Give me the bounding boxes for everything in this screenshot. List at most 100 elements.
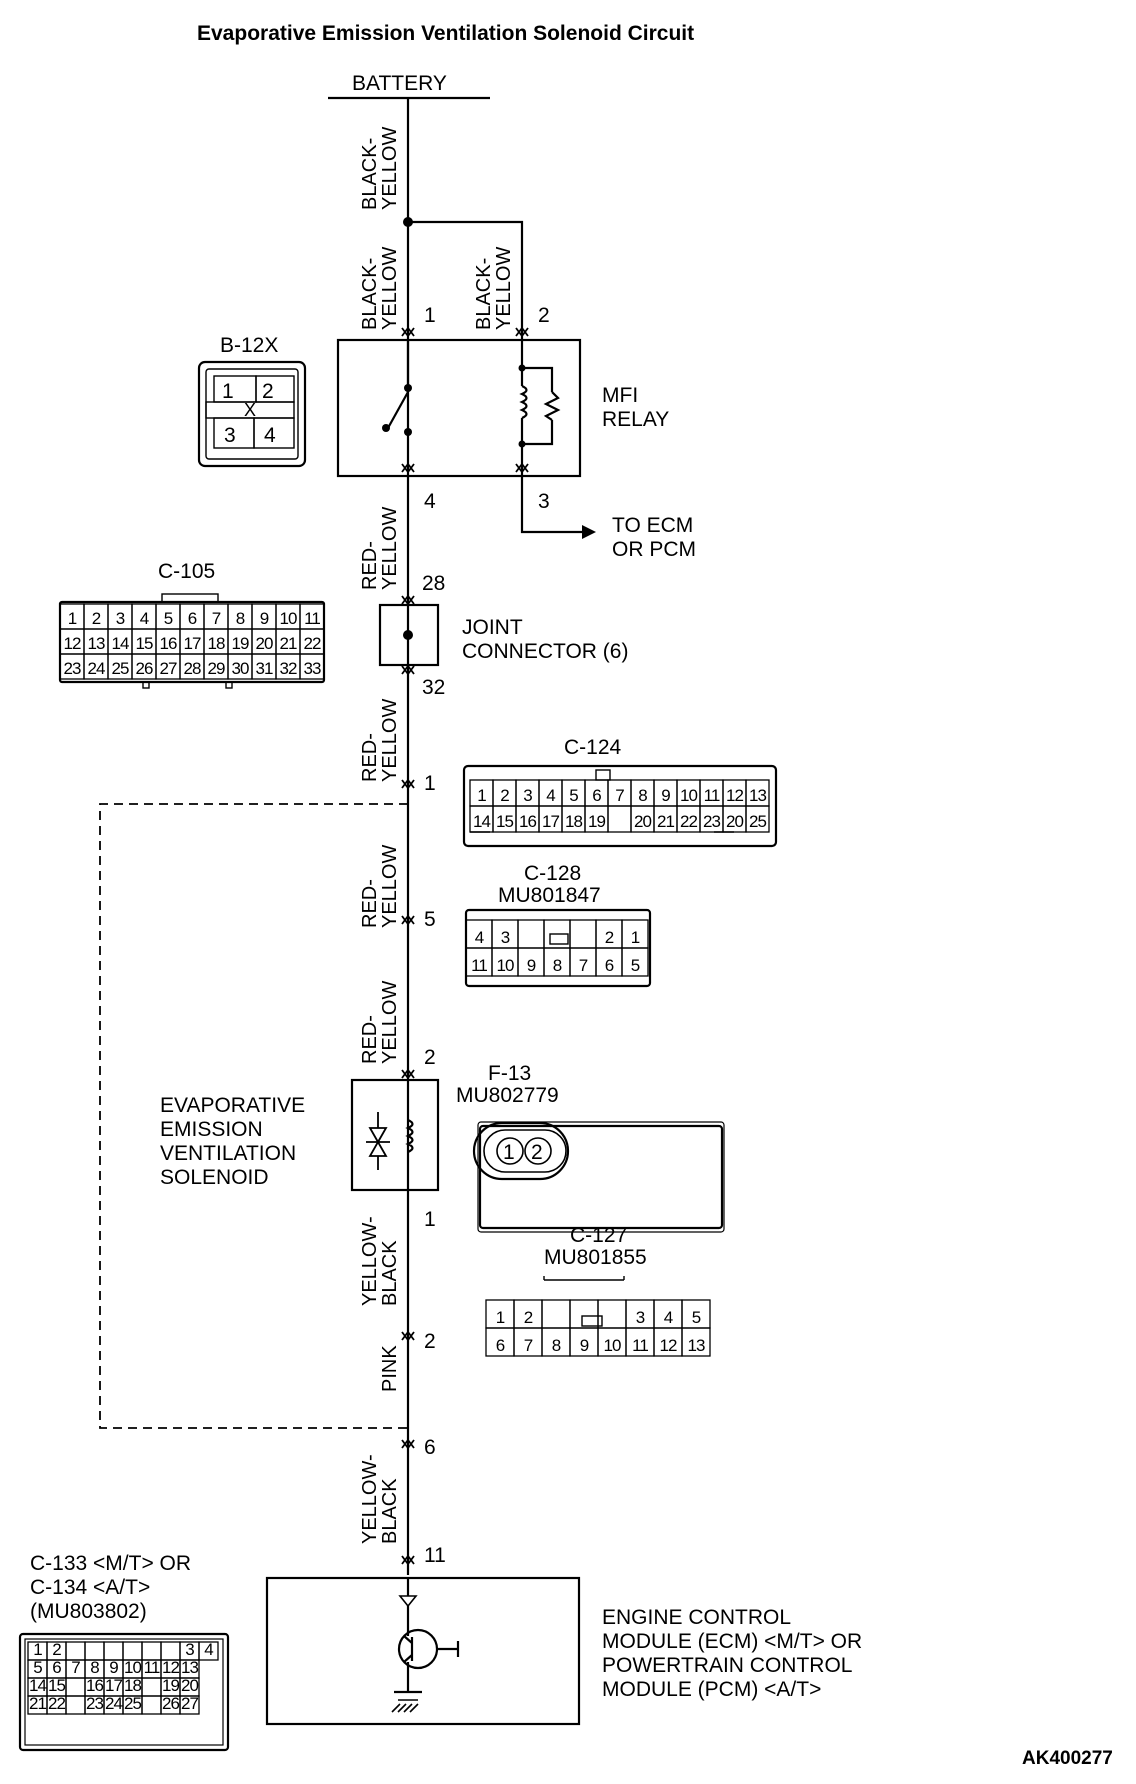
- connector-pin: 4: [264, 424, 276, 447]
- connector-pin: 2: [524, 1308, 533, 1327]
- connector-cell: [569, 1299, 599, 1329]
- connector-pin: 2: [262, 380, 274, 403]
- wire-color-label: YELLOW-BLACK: [359, 1454, 401, 1544]
- connector-mark: [401, 1438, 415, 1449]
- connector-mark: [401, 915, 415, 926]
- connector-pin: 5: [631, 956, 640, 975]
- pin-number: 1: [424, 772, 436, 795]
- connector-mark: [401, 462, 415, 473]
- connector-mark: [515, 463, 529, 474]
- connector-mark: [401, 664, 415, 675]
- connector-pin: 19: [162, 1676, 179, 1695]
- connector-pin: 2: [605, 928, 614, 947]
- pin-number: 2: [424, 1046, 436, 1069]
- connector-pin: 10: [680, 786, 697, 805]
- connector-mark: [401, 594, 415, 605]
- connector-pin: 23: [703, 812, 720, 831]
- connector-pin: 27: [181, 1694, 198, 1713]
- connector-pin: 8: [90, 1658, 99, 1677]
- connector-pin: 12: [64, 634, 81, 653]
- connector-cell: [745, 805, 770, 833]
- connector-mark: [401, 463, 415, 474]
- connector-pin: 28: [184, 659, 201, 678]
- connector-pin: 25: [112, 659, 129, 678]
- wire-color-label: RED-YELLOW: [359, 699, 401, 782]
- connector-pin: 5: [569, 786, 578, 805]
- connector-pin: 11: [704, 786, 720, 805]
- connector-pin: 16: [86, 1676, 103, 1695]
- pin-number: 2: [538, 304, 550, 327]
- connector-cell: [299, 653, 325, 680]
- connector-pin: 6: [52, 1658, 61, 1677]
- connector-pin: 11: [144, 1658, 160, 1677]
- connector-pin: 18: [208, 634, 225, 653]
- connector-cell: [681, 1327, 711, 1357]
- pin-number: 3: [538, 490, 550, 513]
- connector-pin: 1: [222, 380, 234, 403]
- connector-pin: 23: [64, 659, 81, 678]
- connector-pin: 1: [496, 1308, 505, 1327]
- connector-mark: [515, 462, 529, 473]
- connector-cell: [569, 919, 597, 949]
- connector-pin: 21: [657, 812, 674, 831]
- connector-pin: 3: [224, 424, 236, 447]
- connector-pin: 6: [605, 956, 614, 975]
- connector-pin: 2: [500, 786, 509, 805]
- connector-pin: 3: [501, 928, 510, 947]
- wire-color-label: BLACK-YELLOW: [473, 247, 515, 330]
- connector-pin: 6: [496, 1336, 505, 1355]
- connector-pin: 9: [661, 786, 670, 805]
- connector-pin: 14: [29, 1676, 46, 1695]
- connector-cell: [65, 1677, 86, 1697]
- figure-id: AK400277: [1022, 1748, 1113, 1769]
- connector-mark: [401, 665, 415, 676]
- connector-pin: 15: [48, 1676, 65, 1695]
- connector-pin: 23: [86, 1694, 103, 1713]
- connector-pin: 15: [136, 634, 153, 653]
- connector-mark: [401, 1069, 415, 1080]
- connector-cell: [179, 1695, 200, 1715]
- wire-color-label: BLACK-YELLOW: [359, 247, 401, 330]
- wire-color-label: YELLOW-BLACK: [359, 1216, 401, 1306]
- connector-cell: [621, 947, 649, 977]
- connector-pin: 11: [471, 956, 487, 975]
- connector-pin: 21: [29, 1694, 46, 1713]
- connector-pin: 33: [304, 659, 321, 678]
- connector-pin: 26: [136, 659, 153, 678]
- connector-mark: [401, 1330, 415, 1341]
- wire-color-label: RED-YELLOW: [359, 507, 401, 590]
- connector-mark: [401, 327, 415, 338]
- diagram-title: Evaporative Emission Ventilation Solenoi…: [197, 22, 694, 45]
- connector-pin: 4: [546, 786, 555, 805]
- connector-pin: 29: [208, 659, 225, 678]
- connector-pin: 22: [48, 1694, 65, 1713]
- connector-mark: [515, 326, 529, 337]
- connector-pin: 5: [33, 1658, 42, 1677]
- connector-pin: 16: [519, 812, 536, 831]
- connector-pin: 19: [232, 634, 249, 653]
- connector-pin: 18: [124, 1676, 141, 1695]
- connector-pin: 7: [615, 786, 624, 805]
- connector-pin: 5: [692, 1308, 701, 1327]
- connector-pin: 2: [92, 609, 101, 628]
- connector-pin: 8: [553, 956, 562, 975]
- connector-cell: [541, 1299, 571, 1329]
- connector-cell: [517, 919, 545, 949]
- connector-pin: 12: [726, 786, 743, 805]
- connector-pin: 1: [68, 609, 77, 628]
- connector-pin: 10: [124, 1658, 141, 1677]
- pin-number: 2: [424, 1330, 436, 1353]
- connector-pin: 9: [527, 956, 536, 975]
- wire-color-label: RED-YELLOW: [359, 845, 401, 928]
- connector-pin: 9: [580, 1336, 589, 1355]
- connector-pin: 20: [181, 1676, 198, 1695]
- connector-pin: 17: [105, 1676, 122, 1695]
- mfi-relay-box: [336, 338, 582, 478]
- connector-pin: 8: [638, 786, 647, 805]
